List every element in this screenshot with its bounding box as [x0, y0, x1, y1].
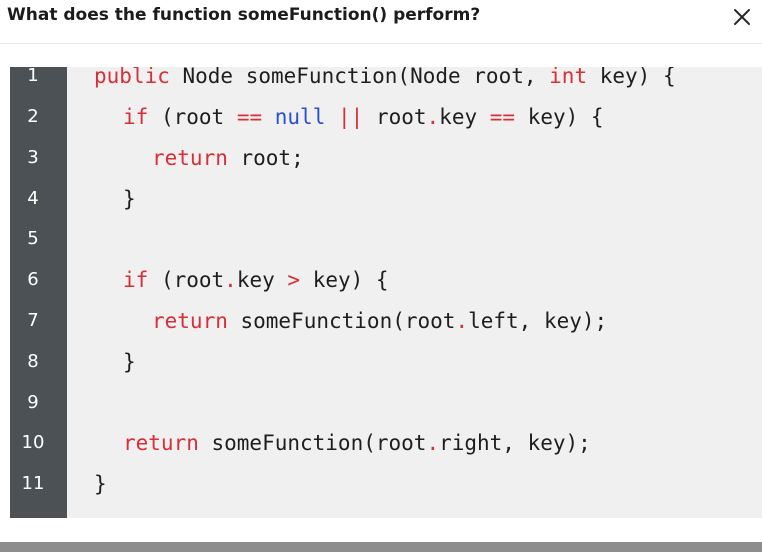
line-number: 2	[27, 106, 39, 127]
close-button[interactable]	[727, 2, 757, 32]
code-line: 9	[10, 383, 762, 423]
code-token: ==	[236, 105, 263, 129]
line-number: 10	[21, 432, 45, 453]
code-token: someFunction(root	[227, 309, 456, 333]
code-token: .	[426, 105, 440, 129]
code-block: 1 public Node someFunction(Node root, int…	[10, 67, 762, 518]
code-line: 11}	[10, 464, 762, 504]
close-icon	[734, 9, 750, 25]
code-token: key) {	[515, 105, 604, 129]
code-text: return root;	[152, 138, 304, 178]
code-text: return someFunction(root.right, key);	[123, 423, 591, 463]
line-number: 9	[27, 392, 39, 413]
bottom-strip	[0, 542, 762, 552]
code-token: .	[224, 268, 237, 292]
code-token: left, key);	[468, 309, 608, 333]
line-number: 11	[21, 473, 45, 494]
code-token: right, key);	[439, 431, 591, 455]
code-line: 10 return someFunction(root.right, key);	[10, 423, 762, 463]
code-token: if	[123, 105, 149, 129]
code-token: ==	[489, 105, 516, 129]
code-token	[262, 105, 275, 129]
code-token: }	[123, 187, 136, 211]
code-token: ||	[338, 105, 364, 129]
code-text: if (root.key > key) {	[123, 260, 389, 300]
code-text: if (root == null || root.key == key) {	[123, 97, 604, 137]
code-token: Node someFunction(Node root,	[169, 67, 550, 88]
code-token: key) {	[587, 67, 676, 88]
line-number: 8	[27, 351, 39, 372]
code-token: .	[426, 431, 440, 455]
line-number: 4	[27, 188, 39, 209]
line-number-gutter	[10, 67, 67, 518]
code-token: return	[123, 431, 199, 455]
code-token: (root	[148, 105, 237, 129]
line-number: 7	[27, 310, 39, 331]
code-text: return someFunction(root.left, key);	[152, 301, 607, 341]
code-line: 7 return someFunction(root.left, key);	[10, 301, 762, 341]
code-token: someFunction(root	[198, 431, 427, 455]
code-text: public Node someFunction(Node root, int …	[94, 67, 676, 96]
code-token: null	[274, 105, 326, 129]
code-text: }	[123, 342, 136, 382]
dialog-title: What does the function someFunction() pe…	[7, 5, 481, 25]
line-number: 6	[27, 269, 39, 290]
code-token: }	[123, 350, 136, 374]
code-text: }	[94, 464, 107, 504]
code-token: public	[94, 67, 170, 88]
code-token: int	[549, 67, 588, 88]
code-token: .	[455, 309, 469, 333]
line-number: 5	[27, 228, 39, 249]
code-line: 3 return root;	[10, 138, 762, 178]
code-token: root;	[227, 146, 304, 170]
line-number: 3	[27, 147, 39, 168]
code-text: }	[123, 179, 136, 219]
code-line: 6 if (root.key > key) {	[10, 260, 762, 300]
code-token: return	[152, 309, 228, 333]
line-number: 1	[27, 67, 39, 86]
code-line: 4}	[10, 179, 762, 219]
code-line: 1 public Node someFunction(Node root, int…	[10, 67, 762, 96]
code-token: if	[123, 268, 149, 292]
code-line: 2 if (root == null || root.key == key) {	[10, 97, 762, 137]
code-token: key	[236, 268, 288, 292]
code-token: key) {	[300, 268, 389, 292]
code-line: 5	[10, 219, 762, 259]
code-token: root	[363, 105, 427, 129]
code-token	[325, 105, 338, 129]
code-token: return	[152, 146, 228, 170]
code-token: >	[287, 268, 301, 292]
code-token: key	[439, 105, 490, 129]
code-token: (root	[148, 268, 225, 292]
dialog-header: What does the function someFunction() pe…	[0, 0, 762, 44]
code-token: }	[94, 472, 107, 496]
code-line: 8}	[10, 342, 762, 382]
